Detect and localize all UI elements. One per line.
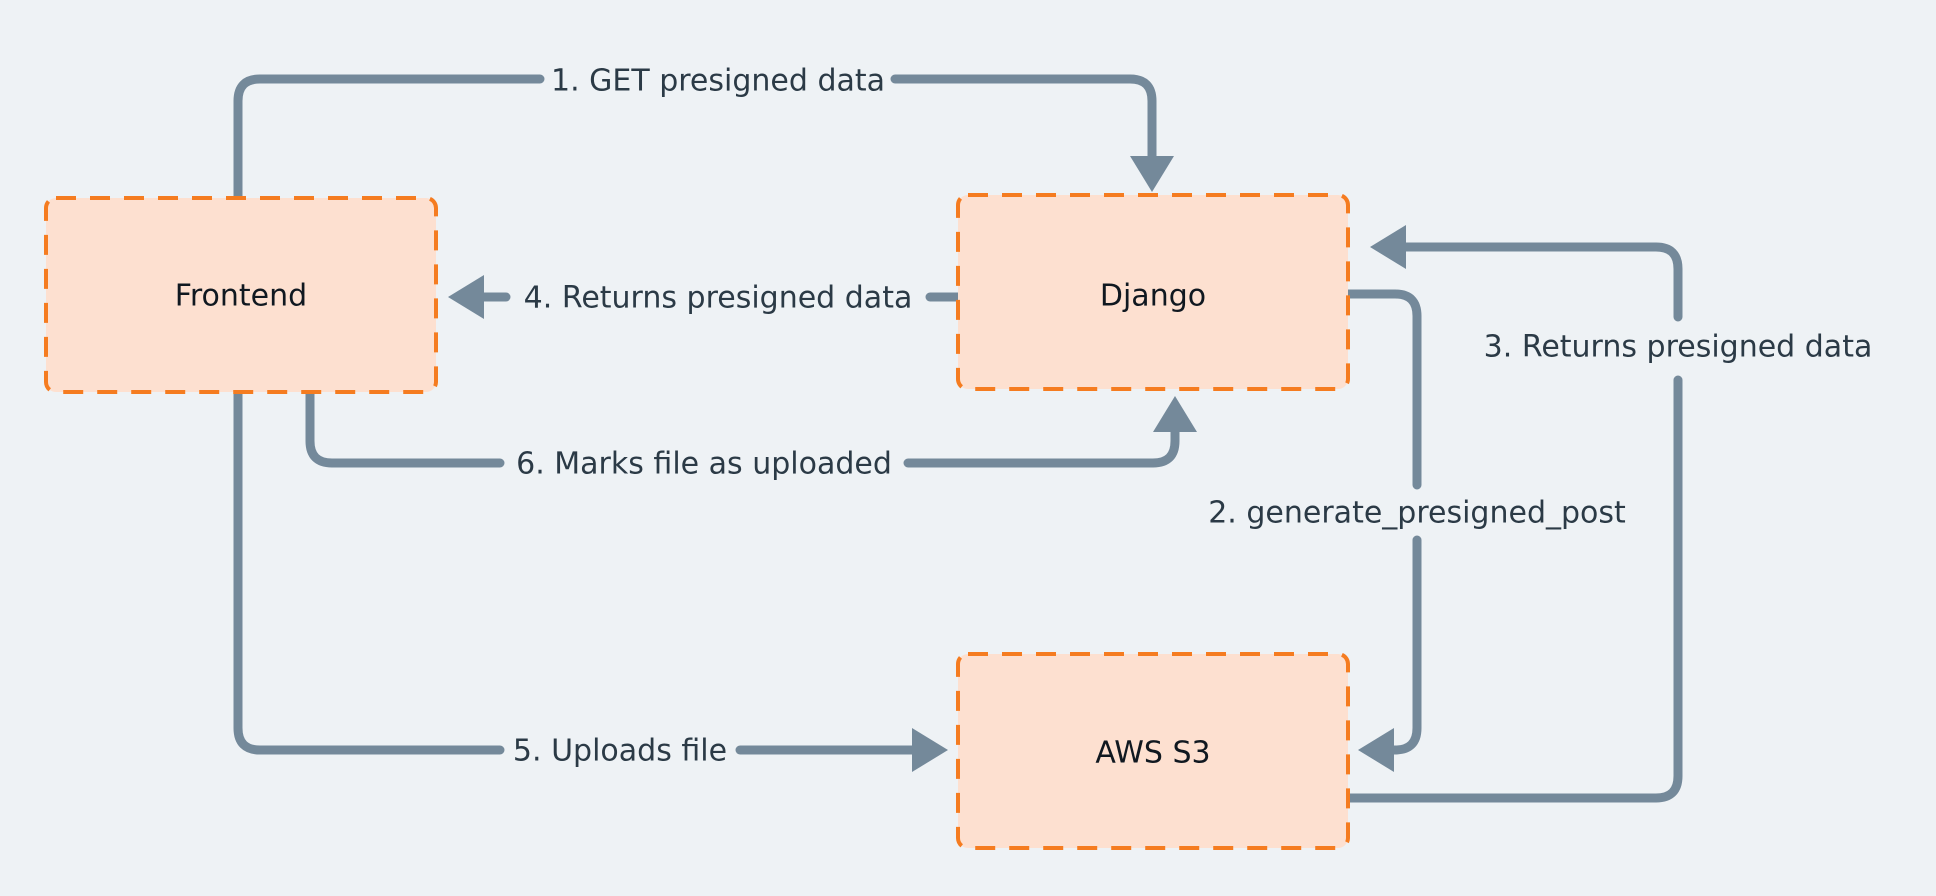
edge-1-arrowhead	[1130, 156, 1174, 192]
edge-4-label: 4. Returns presigned data	[524, 281, 913, 316]
edge-1-line-b	[890, 74, 1157, 167]
edge-6-line-b	[903, 420, 1180, 468]
edge-2-generate-presigned-post: 2. generate_presigned_post	[1208, 289, 1626, 772]
edge-1-line	[233, 74, 545, 203]
node-aws-s3-label: AWS S3	[1095, 736, 1210, 771]
edge-1-get-presigned-data: 1. GET presigned data	[233, 64, 1174, 203]
node-django-label: Django	[1100, 279, 1206, 314]
node-django-box[interactable]	[956, 193, 1350, 391]
edge-2-arrowhead	[1358, 728, 1394, 772]
edge-3-label: 3. Returns presigned data	[1484, 330, 1873, 365]
node-django[interactable]: Django	[956, 193, 1350, 391]
node-frontend-label: Frontend	[175, 279, 307, 314]
edge-6-arrowhead	[1153, 396, 1197, 432]
edge-1-label: 1. GET presigned data	[551, 64, 885, 99]
edge-5-label: 5. Uploads file	[513, 734, 727, 769]
edge-5-uploads-file: 5. Uploads file	[233, 387, 948, 772]
edge-5-line	[233, 387, 505, 755]
node-aws-s3[interactable]: AWS S3	[956, 652, 1350, 850]
edge-2-line	[1343, 289, 1422, 490]
edge-3-returns-presigned-data: 3. Returns presigned data	[1343, 225, 1873, 803]
node-frontend-box[interactable]	[44, 196, 438, 394]
edge-6-line	[305, 387, 505, 468]
edge-2-label: 2. generate_presigned_post	[1208, 496, 1626, 531]
edge-3-line-b	[1395, 242, 1683, 322]
node-frontend[interactable]: Frontend	[44, 196, 438, 394]
edge-6-marks-file-as-uploaded: 6. Marks file as uploaded	[305, 387, 1197, 482]
edge-4-arrowhead	[448, 275, 484, 319]
edge-5-arrowhead	[912, 728, 948, 772]
edge-6-label: 6. Marks file as uploaded	[516, 447, 892, 482]
edge-2-line-b	[1383, 535, 1422, 755]
edge-4-returns-presigned-data: 4. Returns presigned data	[448, 275, 963, 319]
node-aws-s3-box[interactable]	[956, 652, 1350, 850]
edge-3-arrowhead	[1370, 225, 1406, 269]
edge-3-line	[1343, 375, 1683, 803]
